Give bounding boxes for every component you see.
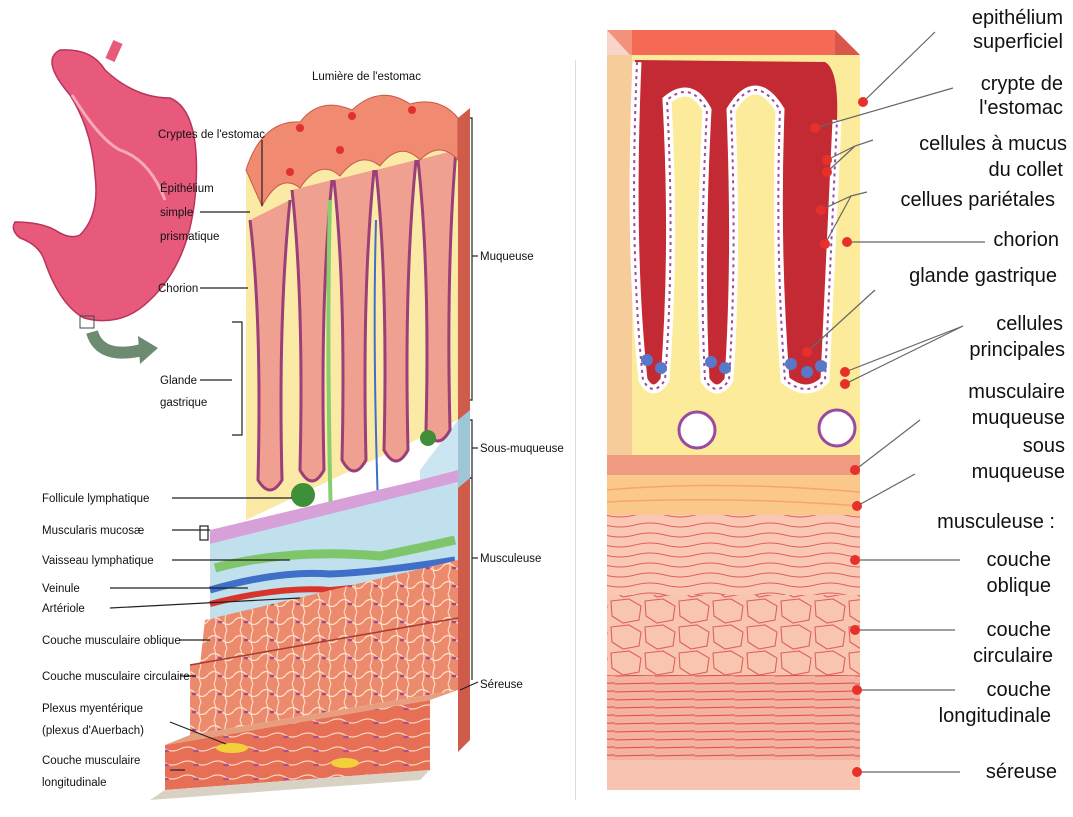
rlabel-epith-1: epithélium <box>972 7 1063 29</box>
rlabel-musc-2: muqueuse <box>972 407 1065 429</box>
rlabel-princ-2: principales <box>969 339 1065 361</box>
label-plexus-1: Plexus myentérique <box>42 703 143 715</box>
rlabel-obl-2: oblique <box>986 575 1051 597</box>
label-oblique: Couche musculaire oblique <box>42 635 181 647</box>
stomach-illustration <box>13 42 196 364</box>
label-glande-1: Glande <box>160 375 197 387</box>
rlabel-parietales: cellues pariétales <box>900 189 1055 211</box>
label-epithelium-3: prismatique <box>160 231 219 243</box>
rlabel-glande: glande gastrique <box>909 265 1057 287</box>
label-cryptes: Cryptes de l'estomac <box>158 129 265 141</box>
rlabel-long-2: longitudinale <box>939 705 1051 727</box>
right-diagram-panel: epithélium superficiel crypte de l'estom… <box>575 0 1073 812</box>
rlabel-mucus-1: cellules à mucus <box>919 133 1067 155</box>
label-musculeuse: Musculeuse <box>480 553 541 565</box>
histology-block <box>607 30 860 790</box>
label-glande-2: gastrique <box>160 397 207 409</box>
label-follicule: Follicule lymphatique <box>42 493 149 505</box>
rlabel-epith-2: superficiel <box>973 31 1063 53</box>
rlabel-sous-1: sous <box>1023 435 1065 457</box>
rlabel-musculeuse: musculeuse : <box>937 511 1055 533</box>
label-sereuse: Séreuse <box>480 679 523 691</box>
label-chorion: Chorion <box>158 283 198 295</box>
rlabel-crypte-2: l'estomac <box>979 97 1063 119</box>
right-labels: epithélium superficiel crypte de l'estom… <box>900 7 1067 783</box>
rlabel-sous-2: muqueuse <box>972 461 1065 483</box>
label-veinule: Veinule <box>42 583 80 595</box>
tissue-block <box>150 95 470 800</box>
rlabel-sereuse: séreuse <box>986 761 1057 783</box>
label-sousmuqueuse: Sous-muqueuse <box>480 443 564 455</box>
rlabel-circ-1: couche <box>987 619 1052 641</box>
stomach-wall-3d-diagram: Lumière de l'estomac Cryptes de l'estoma… <box>0 0 575 812</box>
rlabel-musc-1: musculaire <box>968 381 1065 403</box>
label-muscularis: Muscularis mucosæ <box>42 525 144 537</box>
label-plexus-2: (plexus d'Auerbach) <box>42 725 144 737</box>
label-circulaire: Couche musculaire circulaire <box>42 671 190 683</box>
label-arteriole: Artériole <box>42 603 85 615</box>
lumen-title: Lumière de l'estomac <box>312 71 421 83</box>
rlabel-chorion: chorion <box>993 229 1059 251</box>
rlabel-circ-2: circulaire <box>973 645 1053 667</box>
rlabel-mucus-2: du collet <box>989 159 1064 181</box>
rlabel-princ-1: cellules <box>996 313 1063 335</box>
rlabel-long-1: couche <box>987 679 1052 701</box>
label-longit-1: Couche musculaire <box>42 755 140 767</box>
rlabel-crypte-1: crypte de <box>981 73 1063 95</box>
left-diagram-panel: Lumière de l'estomac Cryptes de l'estoma… <box>0 0 575 812</box>
label-epithelium-1: Épithélium <box>160 182 214 195</box>
label-longit-2: longitudinale <box>42 777 107 789</box>
gastric-mucosa-section-diagram: epithélium superficiel crypte de l'estom… <box>575 0 1073 812</box>
label-muqueuse: Muqueuse <box>480 251 534 263</box>
rlabel-obl-1: couche <box>987 549 1052 571</box>
label-epithelium-2: simple <box>160 207 193 219</box>
label-vaisseau: Vaisseau lymphatique <box>42 555 154 567</box>
